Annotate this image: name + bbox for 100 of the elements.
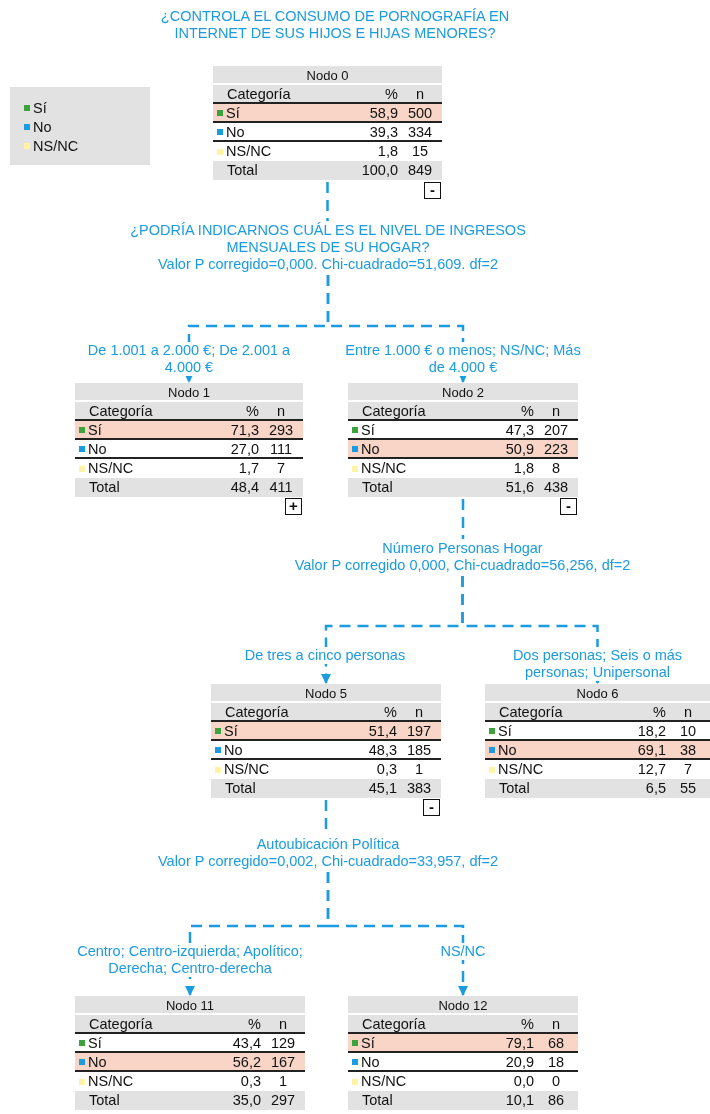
node-title: Nodo 12 bbox=[438, 997, 488, 1013]
percent-value: 71,3 bbox=[229, 421, 259, 438]
category-label: NS/NC bbox=[87, 459, 135, 478]
node-table bbox=[348, 383, 578, 497]
percent-value: 79,1 bbox=[504, 1034, 534, 1051]
edge-label: Centro; Centro-izquierda; Apolítico; Derecha; Centro-derecha bbox=[75, 943, 305, 977]
percent-value: 35,0 bbox=[231, 1091, 261, 1110]
count-value: 297 bbox=[269, 1091, 297, 1110]
category-label: Sí bbox=[87, 421, 103, 438]
legend-label: No bbox=[33, 119, 52, 135]
total-label: Total bbox=[88, 478, 121, 497]
total-label: Total bbox=[361, 478, 394, 497]
percent-value: 20,9 bbox=[504, 1053, 534, 1070]
percent-value: 56,2 bbox=[231, 1053, 261, 1070]
percent-value: 18,2 bbox=[636, 722, 666, 739]
column-header: Categoría bbox=[88, 402, 154, 419]
column-header: Categoría bbox=[498, 703, 564, 720]
category-label: No bbox=[360, 440, 381, 457]
category-label: No bbox=[360, 1053, 381, 1070]
count-value: 18 bbox=[546, 1053, 566, 1070]
percent-value: 51,4 bbox=[367, 722, 397, 739]
category-label: NS/NC bbox=[497, 760, 545, 779]
category-label: NS/NC bbox=[87, 1072, 135, 1091]
category-label: No bbox=[223, 741, 244, 758]
total-label: Total bbox=[88, 1091, 121, 1110]
column-header: % bbox=[245, 402, 259, 419]
percent-value: 51,6 bbox=[504, 478, 534, 497]
arrow bbox=[326, 872, 468, 996]
diagram-title: ¿CONTROLA EL CONSUMO DE PORNOGRAFÍA EN INTERNET DE SUS HIJOS E HIJAS MENORES? bbox=[159, 8, 511, 42]
node-title: Nodo 11 bbox=[165, 997, 215, 1013]
count-value: 86 bbox=[546, 1091, 566, 1110]
node-title: Nodo 2 bbox=[442, 384, 484, 400]
column-header: % bbox=[652, 703, 666, 720]
column-header: % bbox=[520, 402, 534, 419]
category-label: No bbox=[225, 123, 246, 140]
column-header: Categoría bbox=[361, 1015, 427, 1032]
count-value: 1 bbox=[413, 760, 425, 779]
percent-value: 0,3 bbox=[375, 760, 397, 779]
node-title: Nodo 5 bbox=[305, 685, 347, 701]
percent-value: 27,0 bbox=[229, 440, 259, 457]
column-header: n bbox=[550, 1015, 562, 1032]
total-label: Total bbox=[226, 161, 259, 180]
node-table bbox=[75, 383, 303, 497]
category-label: NS/NC bbox=[225, 142, 273, 161]
count-value: 8 bbox=[550, 459, 562, 478]
percent-value: 0,3 bbox=[239, 1072, 261, 1091]
count-value: 7 bbox=[682, 760, 694, 779]
category-label: Sí bbox=[225, 104, 241, 121]
column-header: n bbox=[275, 402, 287, 419]
count-value: 15 bbox=[410, 142, 430, 161]
count-value: 1 bbox=[277, 1072, 289, 1091]
count-value: 207 bbox=[542, 421, 570, 438]
percent-value: 50,9 bbox=[504, 440, 534, 457]
category-label: NS/NC bbox=[223, 760, 271, 779]
count-value: 293 bbox=[267, 421, 295, 438]
legend-label: Sí bbox=[33, 100, 47, 116]
toggle-button: - bbox=[560, 498, 577, 515]
category-label: No bbox=[87, 1053, 108, 1070]
split-statistics: Valor P corregido=0,000. Chi-cuadrado=51,609. df=2 bbox=[156, 256, 500, 273]
node-table bbox=[211, 684, 441, 798]
toggle-button: - bbox=[424, 182, 441, 199]
node-title: Nodo 0 bbox=[306, 67, 349, 83]
percent-value: 100,0 bbox=[360, 161, 398, 180]
count-value: 55 bbox=[678, 779, 698, 798]
count-value: 7 bbox=[275, 459, 287, 478]
count-value: 500 bbox=[406, 104, 434, 121]
total-label: Total bbox=[224, 779, 257, 798]
column-header: n bbox=[277, 1015, 289, 1032]
total-label: Total bbox=[498, 779, 531, 798]
percent-value: 48,4 bbox=[229, 478, 259, 497]
count-value: 223 bbox=[542, 440, 570, 457]
split-statistics: Valor P corregido 0,000, Chi-cuadrado=56,256, df=2 bbox=[293, 557, 632, 574]
column-header: % bbox=[520, 1015, 534, 1032]
percent-value: 6,5 bbox=[644, 779, 666, 798]
count-value: 129 bbox=[269, 1034, 297, 1051]
percent-value: 1,8 bbox=[376, 142, 398, 161]
percent-value: 1,7 bbox=[237, 459, 259, 478]
category-label: NS/NC bbox=[360, 1072, 408, 1091]
arrow bbox=[326, 275, 468, 383]
category-label: No bbox=[497, 741, 518, 758]
count-value: 383 bbox=[405, 779, 433, 798]
split-question: Número Personas Hogar bbox=[381, 540, 544, 557]
percent-value: 43,4 bbox=[231, 1034, 261, 1051]
connector-line bbox=[326, 182, 329, 221]
count-value: 111 bbox=[268, 440, 293, 457]
node-table bbox=[213, 66, 442, 180]
column-header: n bbox=[682, 703, 694, 720]
column-header: Categoría bbox=[361, 402, 427, 419]
percent-value: 10,1 bbox=[504, 1091, 534, 1110]
percent-value: 1,8 bbox=[512, 459, 534, 478]
legend-label: NS/NC bbox=[33, 138, 79, 154]
category-label: No bbox=[87, 440, 108, 457]
node-table bbox=[75, 996, 305, 1110]
category-label: Sí bbox=[360, 1034, 376, 1051]
percent-value: 39,3 bbox=[368, 123, 398, 140]
count-value: 334 bbox=[406, 123, 434, 140]
split-question: ¿PODRÍA INDICARNOS CUÁL ES EL NIVEL DE INGRESOS MENSUALES DE SU HOGAR? bbox=[129, 222, 527, 256]
column-header: % bbox=[384, 85, 398, 102]
column-header: % bbox=[247, 1015, 261, 1032]
count-value: 411 bbox=[268, 478, 294, 497]
